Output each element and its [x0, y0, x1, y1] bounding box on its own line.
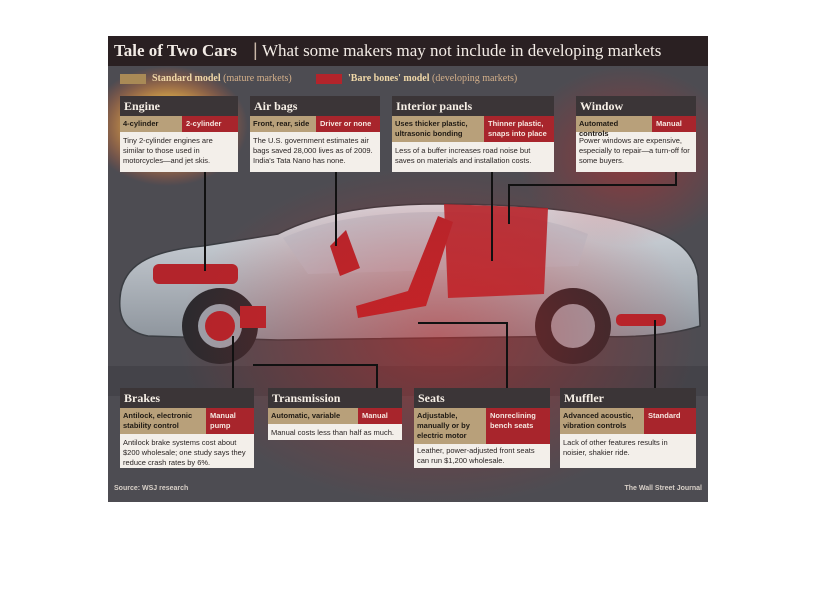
transmission-leader-h: [253, 364, 376, 366]
title-separator: |: [253, 40, 258, 60]
transmission-title: Transmission: [268, 388, 402, 408]
muffler-leader: [654, 320, 656, 388]
interior-callout: Interior panels Uses thicker plastic, ul…: [392, 96, 554, 172]
legend-bare: 'Bare bones' model (developing markets): [316, 73, 546, 85]
transmission-callout: Transmission Automatic, variable Manual …: [268, 388, 402, 440]
seats-leader-h: [418, 322, 508, 324]
engine-standard: 4-cylinder: [120, 116, 182, 132]
muffler-callout: Muffler Advanced acoustic, vibration con…: [560, 388, 696, 468]
window-title: Window: [576, 96, 696, 116]
airbags-callout: Air bags Front, rear, side Driver or non…: [250, 96, 380, 172]
airbags-bare: Driver or none: [316, 116, 380, 132]
bare-bones-note: (developing markets): [431, 73, 518, 84]
page-title: Tale of Two Cars: [114, 41, 237, 60]
interior-bare: Thinner plastic, snaps into place: [484, 116, 554, 142]
standard-swatch: [120, 74, 146, 84]
window-leader-v: [675, 171, 677, 185]
seats-title: Seats: [414, 388, 550, 408]
airbag-leader: [335, 171, 337, 246]
seats-leader-v: [506, 322, 508, 388]
muffler-body: Lack of other features results in noisie…: [563, 438, 668, 457]
window-leader-d: [508, 184, 510, 224]
title-bar: Tale of Two Cars | What some makers may …: [108, 36, 708, 66]
interior-title: Interior panels: [392, 96, 554, 116]
muffler-standard: Advanced acoustic, vibration controls: [560, 408, 644, 434]
brakes-body: Antilock brake systems cost about $200 w…: [123, 438, 246, 467]
window-leader-h: [508, 184, 677, 186]
seats-body: Leather, power-adjusted front seats can …: [417, 446, 535, 465]
brakes-callout: Brakes Antilock, electronic stability co…: [120, 388, 254, 468]
engine-leader: [204, 171, 206, 271]
source-note: Source: WSJ research: [114, 485, 189, 492]
window-callout: Window Automated controls Manual Power w…: [576, 96, 696, 172]
seats-standard: Adjustable, manually or by electric moto…: [414, 408, 486, 444]
engine-body: Tiny 2-cylinder engines are similar to t…: [123, 136, 213, 165]
interior-body: Less of a buffer increases road noise bu…: [395, 146, 532, 165]
interior-leader: [491, 171, 493, 261]
bare-bones-label: 'Bare bones' model: [348, 73, 430, 84]
brakes-standard: Antilock, electronic stability control: [120, 408, 206, 434]
brakes-bare: Manual pump: [206, 408, 254, 434]
publisher-credit: The Wall Street Journal: [624, 485, 702, 492]
engine-title: Engine: [120, 96, 238, 116]
brakes-title: Brakes: [120, 388, 254, 408]
airbags-title: Air bags: [250, 96, 380, 116]
bare-bones-swatch: [316, 74, 342, 84]
engine-callout: Engine 4-cylinder 2-cylinder Tiny 2-cyli…: [120, 96, 238, 172]
muffler-bare: Standard: [644, 408, 696, 434]
window-body: Power windows are expensive, especially …: [579, 136, 690, 165]
transmission-body: Manual costs less than half as much.: [271, 428, 394, 437]
airbags-body: The U.S. government estimates air bags s…: [253, 136, 373, 165]
airbags-standard: Front, rear, side: [250, 116, 316, 132]
muffler-title: Muffler: [560, 388, 696, 408]
legend-standard: Standard model (mature markets): [120, 73, 320, 85]
engine-bare: 2-cylinder: [182, 116, 238, 132]
seats-bare: Nonreclining bench seats: [486, 408, 550, 444]
brakes-leader: [232, 336, 234, 388]
transmission-standard: Automatic, variable: [268, 408, 358, 424]
standard-label: Standard model: [152, 73, 221, 84]
seats-callout: Seats Adjustable, manually or by electri…: [414, 388, 550, 468]
transmission-leader-v: [376, 364, 378, 388]
standard-note: (mature markets): [223, 73, 292, 84]
interior-standard: Uses thicker plastic, ultrasonic bonding: [392, 116, 484, 142]
page-subtitle: What some makers may not include in deve…: [262, 41, 662, 60]
infographic: Tale of Two Cars | What some makers may …: [108, 36, 708, 502]
transmission-bare: Manual: [358, 408, 402, 424]
window-bare: Manual: [652, 116, 696, 132]
window-standard: Automated controls: [576, 116, 652, 138]
